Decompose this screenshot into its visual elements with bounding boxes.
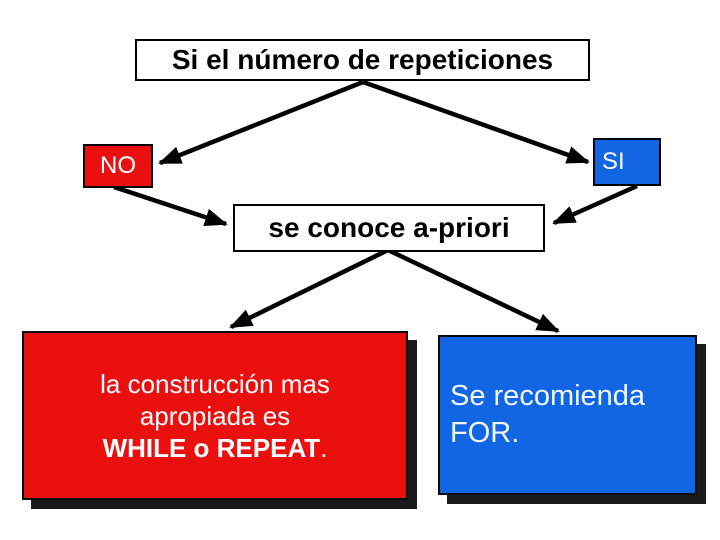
while-box-line1: la construcción mas — [100, 368, 330, 399]
for-box-line2: FOR. — [450, 417, 520, 449]
condition-box: se conoce a-priori — [233, 204, 545, 252]
si-box: SI — [593, 138, 661, 186]
arrow-si-to-condition — [552, 183, 638, 226]
si-box-label: SI — [602, 148, 625, 175]
condition-box-label: se conoce a-priori — [268, 212, 510, 243]
for-recommendation-box: Se recomienda FOR. — [438, 335, 697, 495]
title-box: Si el número de repeticiones — [135, 39, 590, 81]
for-box-line1: Se recomienda — [450, 380, 646, 412]
while-box-line2: apropiada es — [139, 400, 291, 431]
title-box-label: Si el número de repeticiones — [171, 44, 554, 75]
no-box: NO — [83, 144, 153, 188]
arrow-no-to-condition — [113, 184, 228, 227]
while-box-keywords: WHILE o REPEAT — [102, 432, 321, 463]
while-box-period: . — [320, 432, 328, 463]
while-box-line3: WHILE o REPEAT. — [24, 432, 406, 464]
arrow-title-to-no — [158, 79, 364, 166]
no-box-label: NO — [100, 152, 136, 179]
arrow-condition-to-while — [229, 247, 389, 330]
arrow-title-to-si — [362, 79, 590, 165]
while-recommendation-box: la construcción mas apropiada es WHILE o… — [22, 331, 408, 500]
arrow-condition-to-for — [387, 247, 560, 334]
